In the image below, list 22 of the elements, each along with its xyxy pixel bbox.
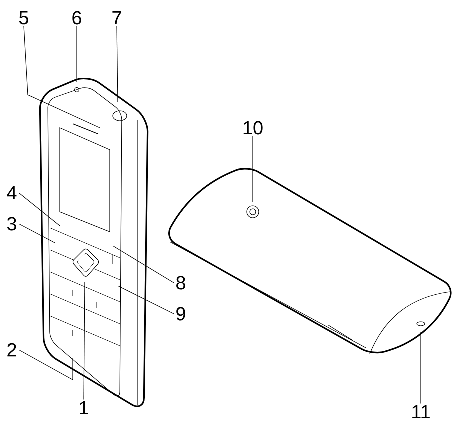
callout-number: 10 xyxy=(244,121,263,135)
leader-line xyxy=(18,192,60,226)
callout-number: 7 xyxy=(112,11,122,25)
leader-line xyxy=(18,350,74,380)
leader-line xyxy=(112,246,174,284)
callout-number: 6 xyxy=(72,11,82,25)
leader-line xyxy=(252,136,254,202)
callout-number: 2 xyxy=(8,343,16,357)
leader-line xyxy=(420,332,422,404)
callout-number: 5 xyxy=(19,11,28,25)
leader-line xyxy=(18,224,56,244)
callout-number: 1 xyxy=(80,401,88,415)
leader-line xyxy=(24,26,100,128)
callout-number: 3 xyxy=(7,217,16,231)
leader-line xyxy=(118,286,174,314)
leader-line xyxy=(116,26,118,102)
callout-number: 9 xyxy=(176,307,186,321)
callout-number: 4 xyxy=(7,186,17,200)
callout-number: 11 xyxy=(412,405,430,419)
callout-number: 8 xyxy=(176,276,186,290)
leader-line xyxy=(84,282,86,400)
leader-line xyxy=(76,26,78,82)
